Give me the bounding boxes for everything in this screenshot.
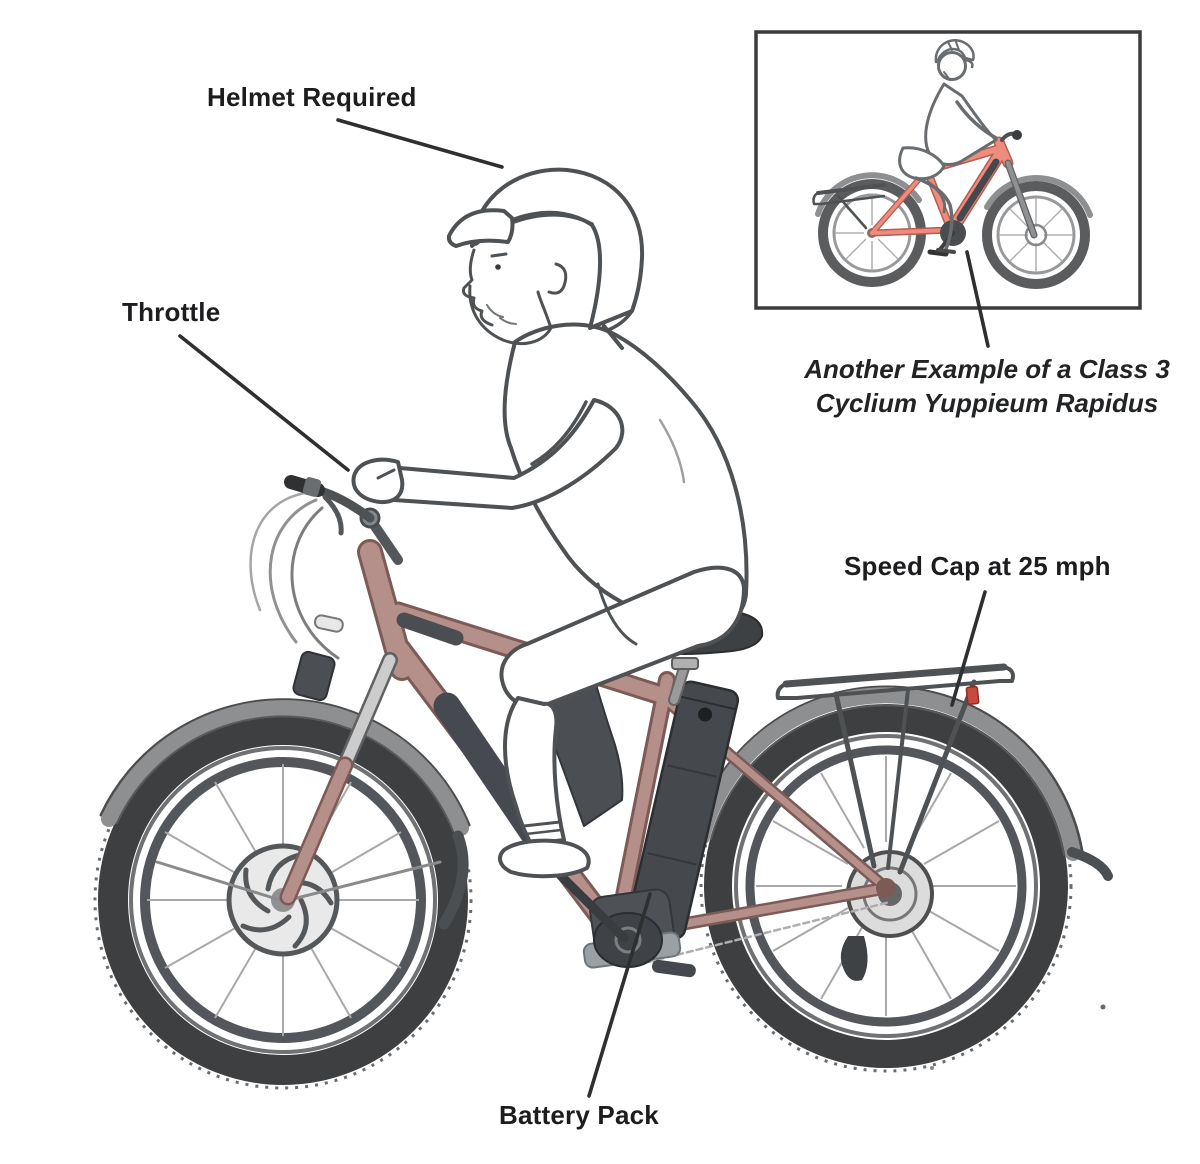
inset-bike xyxy=(812,130,1093,289)
shin xyxy=(503,696,566,846)
far-pedal xyxy=(652,959,696,978)
inset-caption-line1: Another Example of a Class 3 xyxy=(804,354,1170,384)
front-fender xyxy=(99,698,471,930)
rear-rack xyxy=(775,663,1015,875)
cap xyxy=(470,167,645,330)
headlight xyxy=(292,614,344,702)
inset-caption: Another Example of a Class 3 Cyclium Yup… xyxy=(782,352,1192,420)
label-throttle: Throttle xyxy=(122,297,221,327)
rider xyxy=(351,167,749,879)
inset-caption-line2: Cyclium Yuppieum Rapidus xyxy=(815,388,1159,418)
pencil-dot xyxy=(1100,1004,1106,1010)
pencil-dot xyxy=(930,1066,934,1070)
inset-rider xyxy=(898,39,998,254)
ear xyxy=(547,262,568,295)
handlebar xyxy=(249,475,403,660)
leader-lines xyxy=(178,118,990,1098)
derailleur xyxy=(840,936,868,981)
label-helmet-required: Helmet Required xyxy=(207,82,417,112)
cap-brim xyxy=(446,208,515,248)
arm xyxy=(381,398,625,510)
leader-inset-caption xyxy=(965,250,990,348)
rear-reflector xyxy=(965,685,980,706)
face-profile xyxy=(462,248,494,327)
leader-speed-cap xyxy=(950,590,987,707)
leader-battery xyxy=(587,892,652,1098)
leader-helmet xyxy=(336,118,504,169)
beard xyxy=(468,284,553,345)
hand xyxy=(351,457,405,505)
label-battery-pack: Battery Pack xyxy=(499,1100,659,1130)
front-reflector xyxy=(313,614,344,633)
fork xyxy=(279,652,398,906)
thigh xyxy=(499,565,746,709)
shoe xyxy=(497,838,591,879)
label-speed-cap: Speed Cap at 25 mph xyxy=(844,551,1111,581)
leader-throttle xyxy=(178,334,350,472)
